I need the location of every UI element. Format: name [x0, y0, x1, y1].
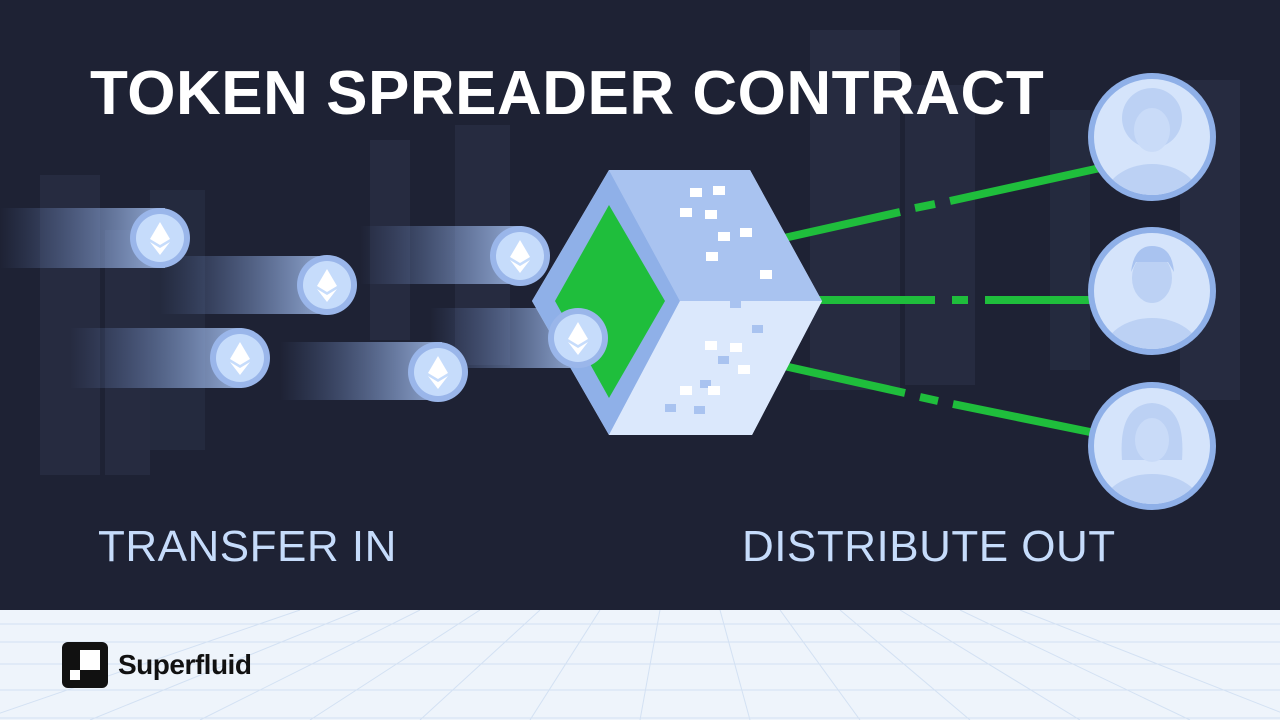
- person-avatar-icon: [1088, 382, 1216, 510]
- ethereum-coin-icon: [210, 328, 270, 388]
- superfluid-logo: Superfluid: [62, 642, 252, 688]
- footer-grid: [0, 610, 1280, 720]
- ethereum-coin-icon: [297, 255, 357, 315]
- footer-bar: Superfluid: [0, 610, 1280, 720]
- superfluid-logo-icon: [62, 642, 108, 688]
- ethereum-coin-icon: [408, 342, 468, 402]
- ethereum-coin-icon: [490, 226, 550, 286]
- distribution-diagram: [0, 73, 1216, 510]
- contract-cube-icon: [532, 170, 822, 435]
- page-title: TOKEN SPREADER CONTRACT: [90, 59, 1045, 128]
- distribution-line-bottom: [783, 362, 1096, 437]
- ethereum-coin-icon: [130, 208, 190, 268]
- person-avatar-icon: [1088, 227, 1216, 355]
- distribution-line-top: [783, 164, 1101, 242]
- dark-panel: TOKEN SPREADER CONTRACT: [0, 30, 1240, 571]
- recipients: [1088, 73, 1216, 510]
- coin-trails: [0, 208, 580, 400]
- distribute-out-label: DISTRIBUTE OUT: [742, 522, 1116, 571]
- ethereum-coins: [130, 208, 608, 402]
- ethereum-coin-icon: [548, 308, 608, 368]
- distribution-lines: [783, 164, 1101, 437]
- skyline-backdrop: [40, 30, 1240, 475]
- person-avatar-icon: [1088, 73, 1216, 201]
- transfer-in-label: TRANSFER IN: [98, 522, 397, 571]
- brand-name: Superfluid: [118, 649, 252, 680]
